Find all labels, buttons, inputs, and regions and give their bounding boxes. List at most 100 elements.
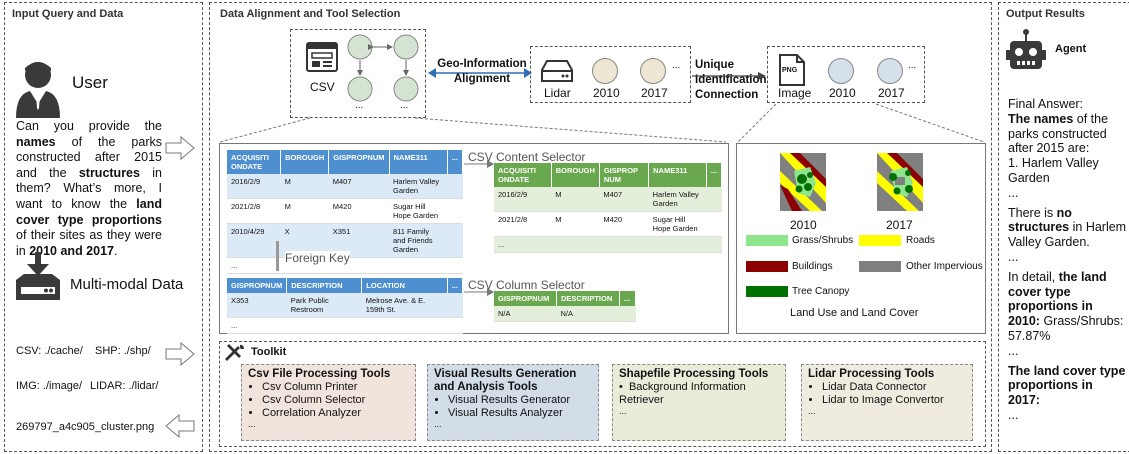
lidar-tools-card: Lidar Processing Tools Lidar Data Connec…	[801, 364, 973, 441]
image-2017-node	[877, 58, 903, 84]
input-panel-title: Input Query and Data	[12, 8, 124, 20]
file-shp: SHP: ./shp/	[95, 345, 151, 357]
table-cell	[447, 223, 463, 258]
user-icon	[16, 62, 60, 118]
table-cell: Melrose Ave. & E. 159th St.	[361, 293, 448, 318]
table-row: ...	[227, 317, 463, 334]
input-panel	[4, 2, 203, 452]
table-row: ...	[494, 236, 722, 253]
table-cell: ...	[227, 317, 287, 334]
arrow-right-icon	[165, 342, 195, 366]
table-cell	[599, 236, 649, 253]
table-header-cell: BOROUGH	[280, 150, 330, 174]
geo-alignment-label: Geo-Information Alignment	[437, 58, 527, 85]
table-cell: ...	[494, 236, 552, 253]
table-cell: Park Public Restroom	[286, 293, 362, 318]
table-cell	[447, 257, 463, 274]
text-span: ...	[1008, 343, 1019, 358]
table-header-cell: ...	[619, 291, 636, 306]
lidar-2010-node	[592, 58, 618, 84]
csv-tools-card: Csv File Processing Tools Csv Column Pri…	[241, 364, 416, 441]
agent-label: Agent	[1055, 43, 1087, 55]
visual-tools-more: ...	[434, 419, 442, 429]
arrow-left-icon	[165, 414, 195, 438]
zoom-lines	[219, 103, 985, 143]
alignment-panel	[209, 2, 992, 452]
entity-graph	[347, 34, 419, 102]
table-cell: 811 Family and Friends Garden	[389, 223, 448, 258]
image-2010-node	[828, 58, 854, 84]
lidar-2017-node	[640, 58, 666, 84]
foreign-key-link	[276, 241, 279, 271]
text-span: In detail,	[1008, 269, 1059, 284]
table-cell	[648, 236, 707, 253]
table-cell: 2010/4/29	[227, 223, 281, 258]
shapefile-tools-title: Shapefile Processing Tools	[619, 368, 769, 380]
table-header-cell: ...	[706, 163, 723, 187]
text-span: of the parks constructed after 2015 and …	[16, 134, 162, 180]
table-header-cell: GISPROPNUM	[227, 278, 288, 293]
table-cell: M	[280, 198, 329, 224]
table-cell	[706, 236, 722, 253]
table-cell	[286, 317, 362, 334]
lidar-year-2010: 2010	[593, 86, 620, 100]
table-header-cell: ...	[447, 150, 464, 174]
csv-tool-item: Csv Column Selector	[262, 394, 409, 407]
graph-ellipsis: ...	[400, 100, 409, 111]
legend-swatch-impervious	[859, 261, 901, 272]
file-csv: CSV: ./cache/	[16, 345, 83, 357]
csv-label: CSV	[310, 80, 335, 94]
table-cell	[447, 174, 463, 199]
table-cell: 2021/2/8	[227, 198, 281, 224]
table-cell: Sugar Hill Hope Garden	[648, 211, 707, 237]
landuse-year-2010: 2010	[790, 218, 817, 232]
png-file-icon	[779, 54, 805, 86]
server-download-icon	[16, 252, 60, 300]
bold-text: no structures	[1008, 205, 1072, 235]
shapefile-tools-more: ...	[619, 406, 627, 416]
bold-text: The names	[1008, 111, 1074, 126]
text-span: Grass/Shrubs: 57.87%	[1008, 314, 1124, 343]
table-cell: M	[551, 211, 600, 237]
lidar-ellipsis: ...	[672, 60, 681, 71]
table-cell: M420	[328, 198, 390, 224]
lidar-tool-item: Lidar Data Connector	[822, 381, 966, 394]
lidar-tool-item: Lidar to Image Convertor	[822, 394, 966, 407]
table-cell	[551, 236, 600, 253]
csv-tools-title: Csv File Processing Tools	[248, 368, 391, 380]
image-year-2017: 2017	[878, 86, 905, 100]
lidar-year-2017: 2017	[641, 86, 668, 100]
table-cell	[447, 198, 463, 224]
lidar-box	[530, 46, 691, 103]
landuse-caption: Land Use and Land Cover	[790, 307, 919, 319]
shapefile-tools-card: Shapefile Processing Tools • Background …	[612, 364, 786, 441]
bold-text: The land cover type proportions in 2017:	[1008, 363, 1126, 408]
text-span: of their sites as they were in	[16, 228, 162, 258]
legend-swatch-buildings	[746, 261, 788, 272]
csv-tool-item: Correlation Analyzer	[262, 407, 409, 420]
table-cell: N/A	[556, 306, 620, 322]
table-cell: M407	[599, 187, 649, 212]
table-header-cell: NAME311	[389, 150, 448, 174]
table-header-cell: DESCRIPTION	[556, 291, 621, 306]
landuse-year-2017: 2017	[886, 218, 913, 232]
graph-ellipsis: ...	[355, 100, 364, 111]
lidar-device-icon	[541, 60, 573, 82]
visual-tool-item: Visual Results Generator	[448, 394, 592, 407]
output-file: 269797_a4c905_cluster.png	[16, 421, 155, 433]
png-badge: PNG	[782, 67, 798, 74]
output-panel	[998, 2, 1129, 452]
file-img: IMG: ./image/	[16, 380, 83, 392]
image-year-2010: 2010	[829, 86, 856, 100]
landcover-map-2010	[780, 153, 826, 211]
table-cell: Harlem Valley Garden	[648, 187, 707, 212]
text-span: ...	[1008, 185, 1019, 200]
text-span: Can you provide the	[16, 119, 162, 133]
text-span: ...	[1008, 407, 1019, 422]
table-cell: N/A	[494, 306, 557, 322]
